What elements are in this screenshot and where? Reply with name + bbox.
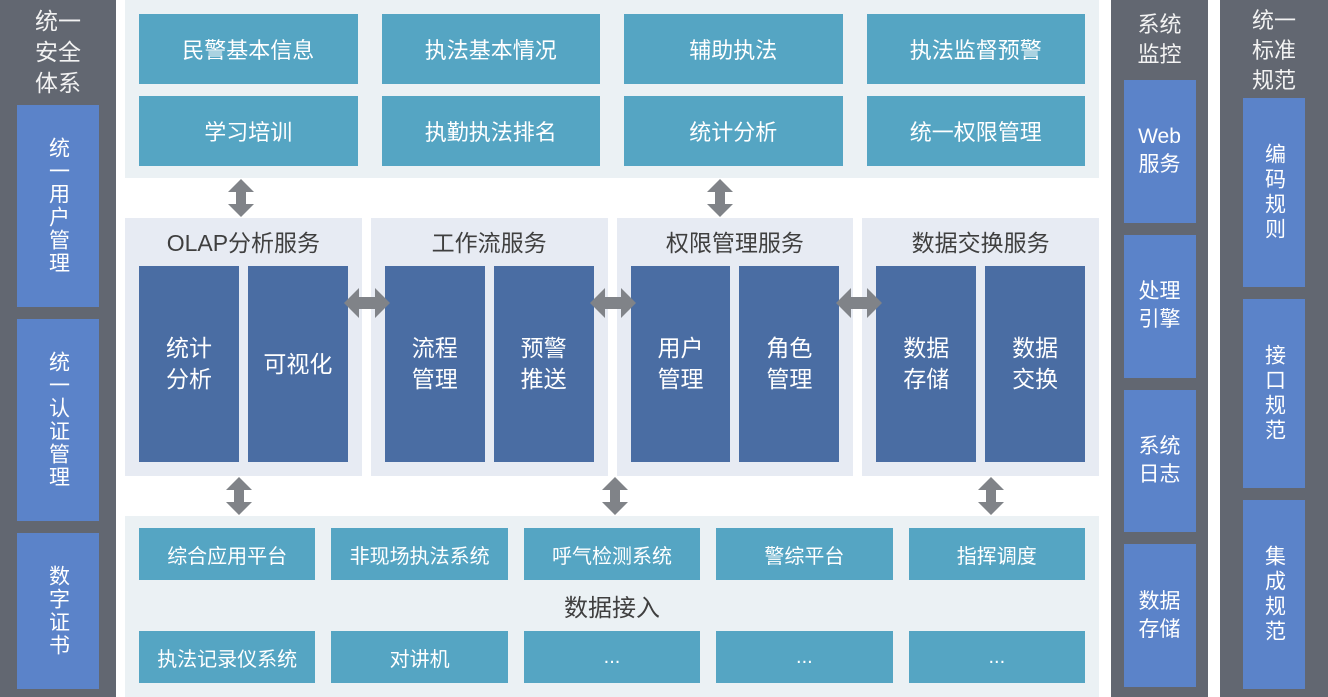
security-sidebar-title: 统一 安全 体系 bbox=[35, 8, 81, 96]
service-module-statistical-analysis[interactable]: 统计 分析 bbox=[139, 266, 239, 462]
center-stack: 民警基本信息 执法基本情况 辅助执法 执法监督预警 学习培训 执勤执法排名 统计… bbox=[125, 0, 1099, 697]
double-arrow-vertical-icon bbox=[226, 477, 252, 515]
data-source-offsite-enforcement[interactable]: 非现场执法系统 bbox=[331, 528, 508, 580]
arrow-row-app-to-service bbox=[125, 178, 1099, 218]
service-module-alert-push[interactable]: 预警 推送 bbox=[493, 266, 594, 462]
service-panel-permission: 权限管理服务 用户 管理 角色 管理 bbox=[616, 218, 854, 476]
data-access-caption: 数据接入 bbox=[564, 595, 660, 622]
double-arrow-vertical-icon bbox=[228, 179, 254, 217]
app-item-training[interactable]: 学习培训 bbox=[139, 96, 358, 166]
service-panel-title: 权限管理服务 bbox=[665, 230, 804, 256]
service-panel-data-exchange: 数据交换服务 数据 存储 数据 交换 bbox=[862, 218, 1099, 476]
sidebar-item-integration-spec[interactable]: 集成规范 bbox=[1243, 500, 1305, 689]
service-layer: OLAP分析服务 统计 分析 可视化 工作流服务 流程 管理 预警 推送 权限管… bbox=[125, 218, 1099, 476]
sidebar-item-system-log[interactable]: 系统 日志 bbox=[1123, 389, 1196, 533]
service-module-data-storage[interactable]: 数据 存储 bbox=[876, 266, 977, 462]
double-arrow-horizontal-icon bbox=[590, 288, 636, 318]
app-item-enforcement-supervision-alert[interactable]: 执法监督预警 bbox=[866, 14, 1085, 84]
data-source-breath-test-system[interactable]: 呼气检测系统 bbox=[523, 528, 701, 580]
double-arrow-vertical-icon bbox=[707, 179, 733, 217]
service-module-role-management[interactable]: 角色 管理 bbox=[739, 266, 840, 462]
monitor-sidebar-title: 系统 监控 bbox=[1137, 12, 1182, 67]
sidebar-item-data-storage[interactable]: 数据 存储 bbox=[1123, 544, 1196, 687]
data-source-police-integrated-platform[interactable]: 警综平台 bbox=[716, 528, 893, 580]
sidebar-item-web-service[interactable]: Web 服务 bbox=[1123, 80, 1196, 223]
data-access-layer: 综合应用平台 非现场执法系统 呼气检测系统 警综平台 指挥调度 数据接入 执法记… bbox=[125, 516, 1099, 697]
double-arrow-vertical-icon bbox=[978, 477, 1004, 515]
security-sidebar: 统一 安全 体系 统一用户管理 统一认证管理 数字证书 bbox=[0, 0, 116, 697]
data-source-row-2: 执法记录仪系统 对讲机 ... ... ... bbox=[139, 631, 1085, 683]
app-item-assisted-enforcement[interactable]: 辅助执法 bbox=[624, 14, 843, 84]
sidebar-item-process-engine[interactable]: 处理 引擎 bbox=[1123, 234, 1196, 378]
standard-sidebar: 统一 标准 规范 编码规则 接口规范 集成规范 bbox=[1220, 0, 1328, 697]
data-source-placeholder-3[interactable]: ... bbox=[908, 631, 1085, 683]
monitor-sidebar: 系统 监控 Web 服务 处理 引擎 系统 日志 数据 存储 bbox=[1111, 0, 1208, 697]
service-module-visualization[interactable]: 可视化 bbox=[247, 266, 348, 462]
data-source-row-1: 综合应用平台 非现场执法系统 呼气检测系统 警综平台 指挥调度 bbox=[139, 528, 1085, 580]
data-source-placeholder-1[interactable]: ... bbox=[523, 631, 701, 683]
service-panel-title: 数据交换服务 bbox=[911, 230, 1050, 256]
arrow-row-service-to-data bbox=[125, 476, 1099, 516]
app-item-statistical-analysis[interactable]: 统计分析 bbox=[624, 96, 843, 166]
service-panel-title: OLAP分析服务 bbox=[166, 230, 321, 256]
service-panel-olap: OLAP分析服务 统计 分析 可视化 bbox=[125, 218, 362, 476]
data-source-command-dispatch[interactable]: 指挥调度 bbox=[908, 528, 1085, 580]
app-item-duty-enforcement-ranking[interactable]: 执勤执法排名 bbox=[381, 96, 600, 166]
data-source-walkie-talkie[interactable]: 对讲机 bbox=[331, 631, 508, 683]
service-module-user-management[interactable]: 用户 管理 bbox=[630, 266, 731, 462]
sidebar-item-digital-certificate[interactable]: 数字证书 bbox=[17, 533, 99, 689]
sidebar-item-unified-auth-management[interactable]: 统一认证管理 bbox=[17, 319, 99, 521]
standard-sidebar-title: 统一 标准 规范 bbox=[1251, 8, 1296, 93]
data-source-placeholder-2[interactable]: ... bbox=[716, 631, 893, 683]
data-source-law-enforcement-recorder[interactable]: 执法记录仪系统 bbox=[139, 631, 316, 683]
service-module-data-exchange[interactable]: 数据 交换 bbox=[985, 266, 1085, 462]
double-arrow-vertical-icon bbox=[602, 477, 628, 515]
service-panel-workflow: 工作流服务 流程 管理 预警 推送 bbox=[370, 218, 608, 476]
app-item-police-basic-info[interactable]: 民警基本信息 bbox=[139, 14, 358, 84]
sidebar-item-interface-spec[interactable]: 接口规范 bbox=[1243, 299, 1305, 488]
sidebar-item-unified-user-management[interactable]: 统一用户管理 bbox=[17, 105, 99, 307]
double-arrow-horizontal-icon bbox=[344, 288, 390, 318]
double-arrow-horizontal-icon bbox=[836, 288, 882, 318]
app-item-unified-permission-management[interactable]: 统一权限管理 bbox=[866, 96, 1085, 166]
app-item-enforcement-basics[interactable]: 执法基本情况 bbox=[381, 14, 600, 84]
service-module-process-management[interactable]: 流程 管理 bbox=[384, 266, 485, 462]
application-layer: 民警基本信息 执法基本情况 辅助执法 执法监督预警 学习培训 执勤执法排名 统计… bbox=[125, 0, 1099, 178]
data-source-integrated-app-platform[interactable]: 综合应用平台 bbox=[139, 528, 316, 580]
sidebar-item-coding-rules[interactable]: 编码规则 bbox=[1243, 98, 1305, 287]
service-panel-title: 工作流服务 bbox=[431, 230, 547, 256]
